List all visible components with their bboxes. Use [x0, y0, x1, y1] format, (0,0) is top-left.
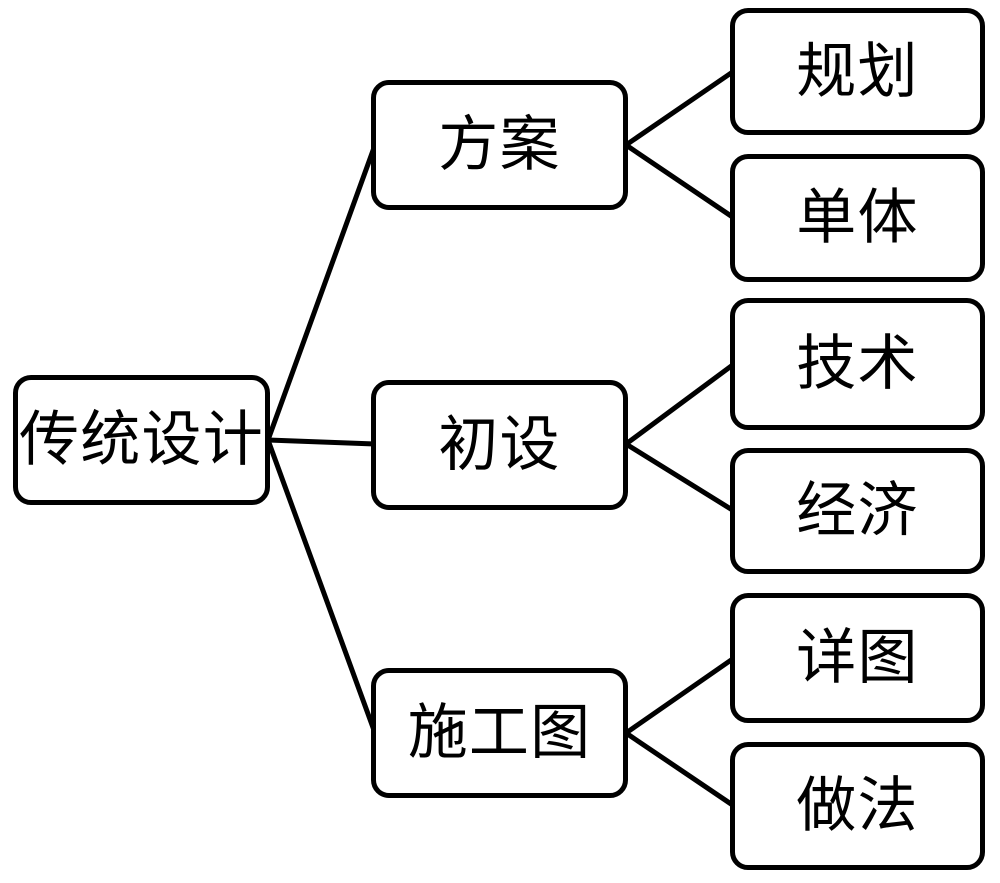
node-method: 做法 [730, 742, 985, 870]
node-preliminary-design: 初设 [371, 380, 628, 510]
edge-root-to-construction-drawing [265, 437, 378, 736]
edge-scheme-to-planning [623, 68, 737, 148]
node-traditional-design: 传统设计 [13, 375, 270, 505]
node-technology-label: 技术 [796, 331, 919, 397]
node-scheme-label: 方案 [438, 112, 561, 178]
node-method-label: 做法 [796, 773, 919, 839]
node-planning-label: 规划 [796, 38, 919, 105]
node-scheme: 方案 [371, 80, 628, 210]
node-traditional-design-label: 传统设计 [19, 407, 264, 473]
node-construction-drawing-label: 施工图 [407, 700, 592, 766]
node-preliminary-design-label: 初设 [438, 412, 561, 478]
edge-root-to-preliminary-design [265, 437, 378, 447]
edge-preliminary-design-to-technology [623, 361, 737, 447]
edge-root-to-scheme [265, 142, 378, 443]
node-planning: 规划 [730, 8, 985, 135]
node-construction-drawing: 施工图 [371, 668, 628, 798]
node-single-building: 单体 [730, 154, 985, 282]
edge-construction-drawing-to-method [623, 730, 737, 809]
node-economy-label: 经济 [796, 478, 919, 544]
node-single-building-label: 单体 [796, 185, 919, 251]
edge-scheme-to-single-building [623, 142, 737, 221]
edge-preliminary-design-to-economy [623, 441, 737, 514]
node-technology: 技术 [730, 298, 985, 430]
node-detail-drawing: 详图 [730, 593, 985, 723]
node-economy: 经济 [730, 448, 985, 574]
node-detail-drawing-label: 详图 [796, 625, 919, 691]
edge-construction-drawing-to-detail-drawing [623, 655, 737, 736]
